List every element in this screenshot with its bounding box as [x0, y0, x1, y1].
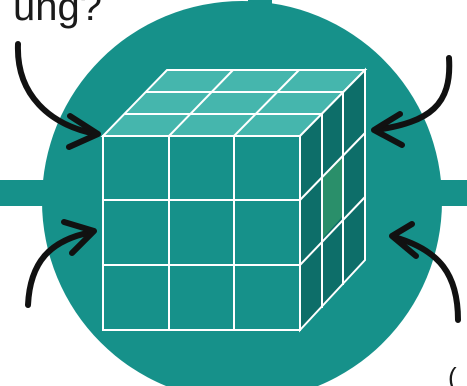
curved-arrow-icon-top-left — [14, 41, 101, 150]
connector-left — [0, 180, 50, 206]
cube-front-face — [102, 135, 301, 331]
curved-arrow-icon-bottom-left — [25, 219, 97, 308]
cube-side-grid — [299, 92, 366, 308]
curved-arrow-icon-bottom-right — [389, 221, 461, 323]
cube-front-grid — [103, 136, 300, 330]
cube-side-highlight-cell — [322, 158, 342, 239]
curved-arrow-icon-top-right — [371, 55, 453, 148]
heading-fragment-top-left: ung? — [13, 0, 102, 29]
text-fragment-bottom-right: ( — [448, 362, 457, 386]
cube-top-grid — [125, 69, 343, 137]
rubiks-cube-icon — [100, 67, 368, 333]
